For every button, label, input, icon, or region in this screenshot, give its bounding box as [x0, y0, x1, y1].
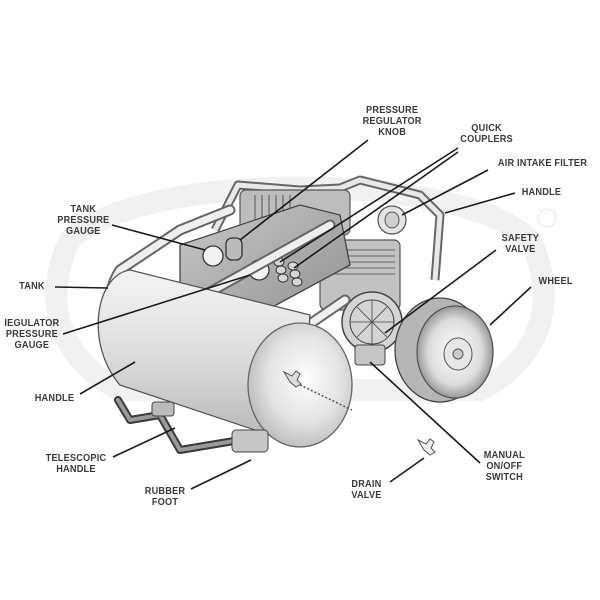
leader-drain-valve	[389, 457, 425, 483]
leader-handle-front	[79, 361, 136, 395]
leader-telescopic	[112, 427, 176, 458]
label-safety-valve: SAFETY VALVE	[501, 233, 540, 255]
tank	[97, 269, 353, 448]
label-handle-front: HANDLE	[34, 393, 75, 404]
manual-switch	[354, 344, 386, 366]
label-tank-pressure-gauge: TANK PRESSURE GAUGE	[57, 204, 110, 237]
leader-lines	[54, 139, 532, 490]
air-intake-filter	[377, 205, 407, 235]
leader-air-filter	[401, 169, 489, 216]
wheel	[394, 297, 494, 403]
leader-coupler-1	[279, 147, 459, 263]
label-handle-top: HANDLE	[521, 187, 562, 198]
label-manual-switch: MANUAL ON/OFF SWITCH	[483, 450, 525, 483]
tank-pressure-gauge	[202, 245, 224, 267]
leader-coupler-2	[293, 151, 459, 269]
handle-bracket	[151, 401, 175, 417]
leader-regulator-gauge	[62, 274, 251, 335]
rubber-foot	[231, 429, 269, 453]
pressure-regulator-knob	[225, 237, 243, 261]
label-drain-valve: DRAIN VALVE	[351, 479, 382, 501]
label-pressure-regulator-knob: PRESSURE REGULATOR KNOB	[362, 105, 422, 138]
label-rubber-foot: RUBBER FOOT	[144, 486, 186, 508]
label-tank: TANK	[19, 281, 45, 292]
leader-regulator-knob	[239, 139, 369, 241]
leader-safety-valve	[384, 249, 497, 334]
leader-handle-top	[444, 192, 516, 214]
leader-switch	[369, 361, 481, 464]
label-quick-couplers: QUICK COUPLERS	[460, 123, 513, 145]
label-air-intake-filter: AIR INTAKE FILTER	[497, 158, 588, 169]
label-regulator-pressure-gauge: IEGULATOR PRESSURE GAUGE	[4, 318, 60, 351]
label-telescopic-handle: TELESCOPIC HANDLE	[45, 453, 107, 475]
label-wheel: WHEEL	[538, 276, 573, 287]
leader-rubber-foot	[190, 459, 252, 490]
registered-mark-icon	[537, 208, 557, 228]
drain-valve-icon	[282, 370, 302, 388]
leader-wheel	[489, 286, 532, 326]
drain-valve-detached	[416, 438, 436, 456]
leader-tank	[54, 286, 109, 289]
leader-tank-gauge	[111, 224, 206, 251]
